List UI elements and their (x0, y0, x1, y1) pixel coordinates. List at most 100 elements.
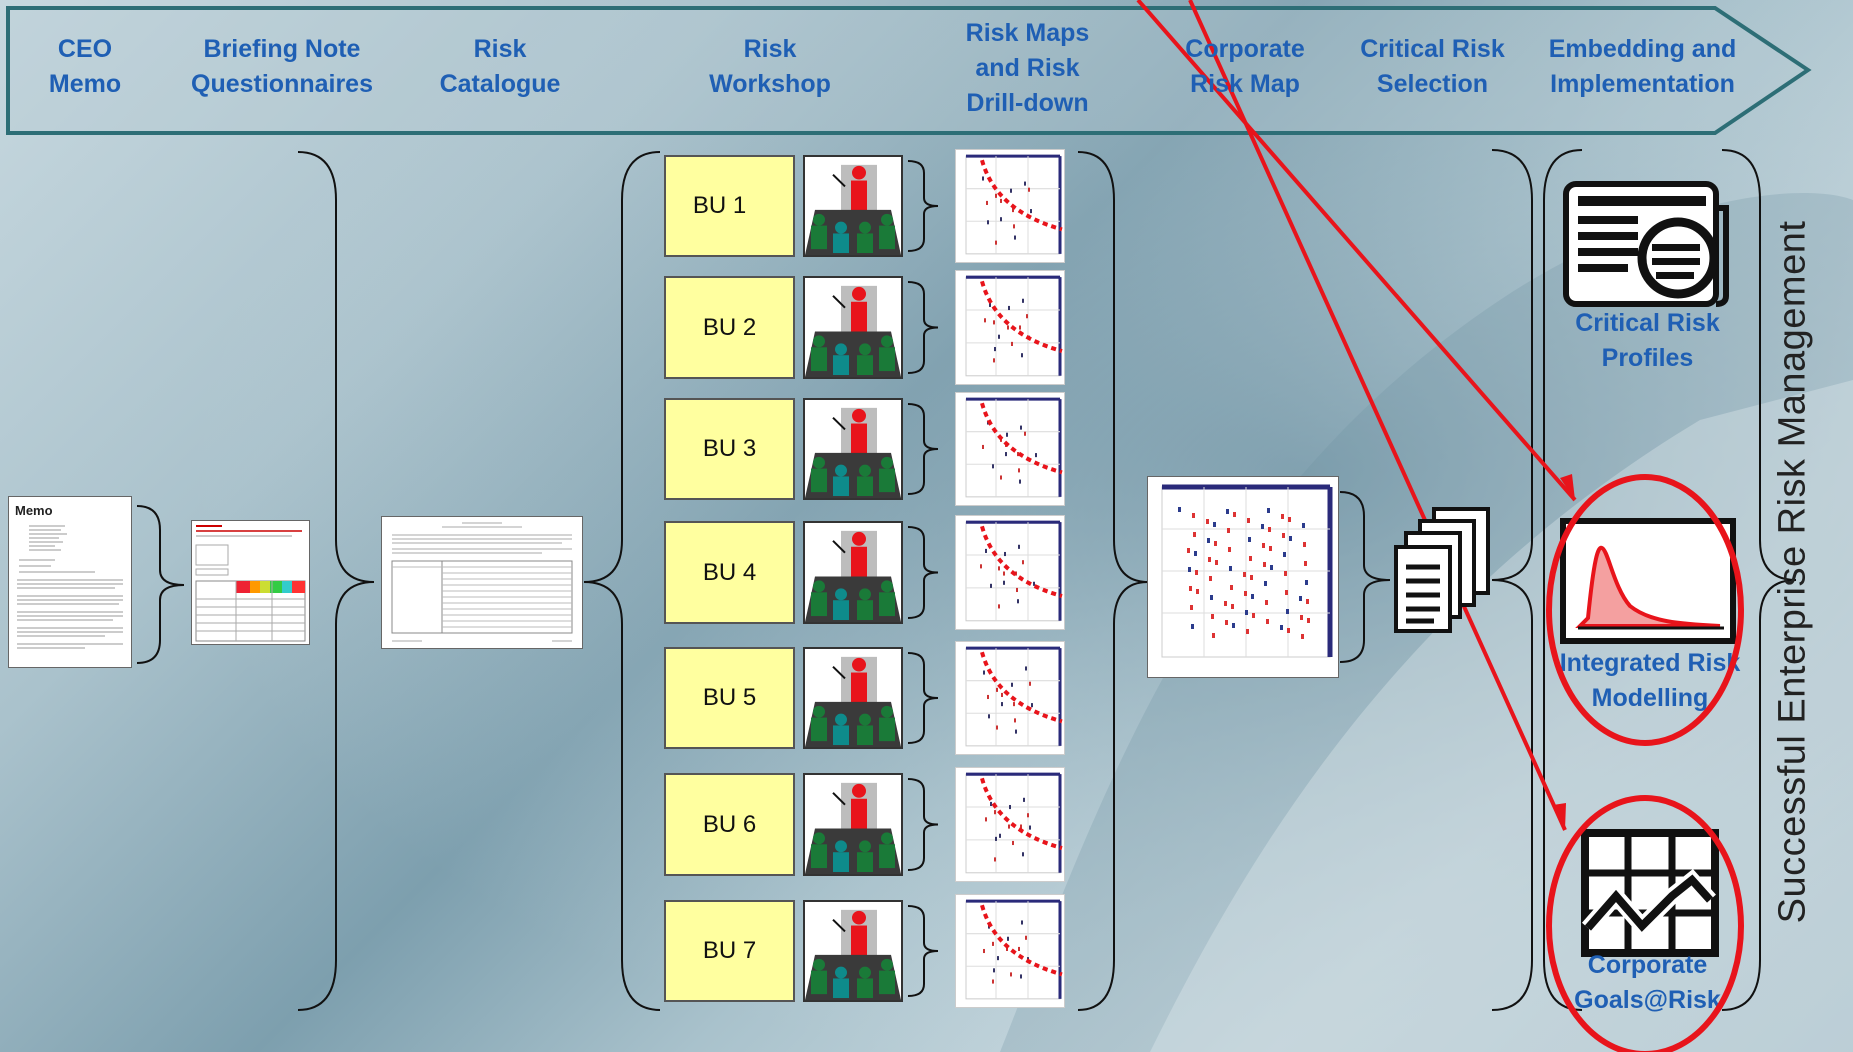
risk-point (1263, 562, 1266, 567)
risk-point (1194, 551, 1197, 556)
risk-point (1232, 623, 1235, 628)
bu-box: BU 2 (664, 276, 795, 379)
risk-point (1305, 580, 1308, 585)
risk-point (1244, 591, 1247, 596)
bu-box: BU 1 (664, 155, 795, 257)
risk-point (1283, 552, 1286, 557)
risk-point (1226, 509, 1229, 514)
risk-point (1178, 507, 1181, 512)
risk-point (1190, 605, 1193, 610)
risk-point (1281, 514, 1284, 519)
bu-risk-map (955, 641, 1065, 755)
risk-point (1267, 508, 1270, 513)
risk-point (1262, 543, 1265, 548)
briefing-questionnaire (191, 520, 310, 645)
risk-point (1212, 633, 1215, 638)
risk-point (1211, 614, 1214, 619)
bu-risk-map (955, 515, 1065, 630)
risk-point (1266, 619, 1269, 624)
corporate-risk-map (1147, 476, 1339, 678)
bu-label: BU 1 (692, 192, 747, 219)
bu-box: BU 3 (664, 398, 795, 500)
risk-point (1264, 581, 1267, 586)
bu-risk-map (955, 149, 1065, 263)
risk-point (1246, 629, 1249, 634)
risk-point (1288, 517, 1291, 522)
risk-point (1227, 528, 1230, 533)
risk-point (1231, 604, 1234, 609)
risk-point (1243, 572, 1246, 577)
bu-box: BU 4 (664, 521, 795, 624)
risk-point (1206, 519, 1209, 524)
highlight-ellipse-goals (1546, 795, 1744, 1052)
risk-point (1208, 557, 1211, 562)
risk-point (1207, 538, 1210, 543)
red-line-to-goals (1188, 0, 1567, 831)
brace-catalogue (583, 151, 661, 1011)
risk-point (1280, 625, 1283, 630)
risk-point (1245, 610, 1248, 615)
brace-corporate (1339, 491, 1391, 663)
bu-label: BU 7 (702, 937, 757, 964)
risk-point (1195, 570, 1198, 575)
workshop-presenter-icon (803, 521, 903, 624)
risk-point (1193, 532, 1196, 537)
small-brace (907, 403, 939, 495)
risk-point (1228, 547, 1231, 552)
risk-point (1261, 524, 1264, 529)
risk-point (1270, 565, 1273, 570)
small-brace (907, 160, 939, 252)
memo-title: Memo (15, 503, 53, 518)
process-arrow-banner (6, 6, 1812, 135)
bu-risk-map (955, 270, 1065, 385)
distribution-chart-icon (1560, 518, 1736, 644)
risk-point (1307, 618, 1310, 623)
risk-point (1192, 513, 1195, 518)
risk-point (1286, 609, 1289, 614)
risk-point (1225, 620, 1228, 625)
bu-label: BU 4 (702, 558, 757, 586)
risk-point (1299, 596, 1302, 601)
bu-box: BU 6 (664, 773, 795, 876)
bu-label: BU 2 (702, 313, 757, 341)
risk-point (1269, 546, 1272, 551)
risk-point (1251, 594, 1254, 599)
risk-point (1210, 595, 1213, 600)
workshop-presenter-icon (803, 773, 903, 876)
critical-risk-selection-docs (1394, 505, 1494, 635)
risk-point (1265, 600, 1268, 605)
risk-point (1233, 512, 1236, 517)
risk-point (1252, 613, 1255, 618)
risk-point (1284, 571, 1287, 576)
bu-box: BU 7 (664, 900, 795, 1002)
risk-point (1248, 537, 1251, 542)
workshop-presenter-icon (803, 398, 903, 500)
workshop-presenter-icon (803, 647, 903, 749)
risk-point (1188, 567, 1191, 572)
workshop-presenter-icon (803, 276, 903, 379)
small-brace (907, 652, 939, 744)
goals-chart-icon (1580, 828, 1720, 958)
risk-catalogue-document (381, 516, 583, 649)
risk-point (1300, 615, 1303, 620)
bu-map-braces (907, 160, 939, 997)
brace-memo (136, 505, 185, 664)
memo-document: Memo (8, 496, 132, 668)
brace-selection (1491, 149, 1533, 1011)
bu-label: BU 6 (702, 810, 757, 838)
risk-point (1287, 628, 1290, 633)
bu-label: BU 5 (702, 684, 757, 711)
risk-point (1302, 523, 1305, 528)
red-line-to-modelling (1136, 0, 1577, 502)
risk-point (1189, 586, 1192, 591)
risk-point (1282, 533, 1285, 538)
newspaper-icon (1560, 178, 1732, 313)
successful-erm-label: Successful Enterprise Risk Management (1771, 220, 1814, 924)
